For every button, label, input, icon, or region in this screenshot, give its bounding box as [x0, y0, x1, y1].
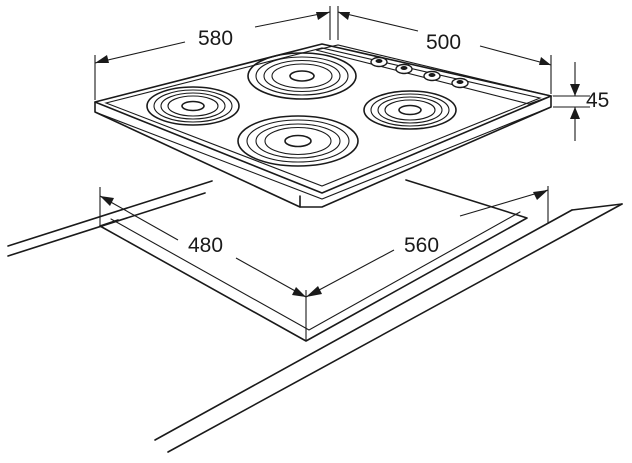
- knob-4: [451, 77, 469, 89]
- dimension-580: 580: [94, 6, 331, 100]
- dimension-500: 500: [337, 6, 552, 94]
- hob-side-faces: [94, 95, 552, 208]
- arrow-500-end: [539, 57, 551, 65]
- dimension-480: 480: [99, 187, 307, 341]
- cutout-opening: [99, 179, 528, 342]
- arrow-45-top: [570, 84, 580, 96]
- knob-2: [395, 63, 413, 75]
- countertop-left-edge: [7, 180, 213, 247]
- label-580: 580: [198, 27, 233, 50]
- label-560: 560: [404, 234, 439, 257]
- dimension-45: 45: [553, 62, 609, 141]
- dimension-560: 560: [305, 186, 549, 298]
- arrow-45-bottom: [570, 107, 580, 119]
- countertop-corner: [571, 203, 623, 211]
- countertop: [7, 180, 623, 453]
- burner-rear: [247, 52, 357, 100]
- arrow-580-end: [316, 12, 330, 20]
- arrow-580-start: [95, 55, 109, 63]
- burner-left: [146, 86, 240, 126]
- dim-line-500-a: [337, 11, 419, 32]
- countertop-front-edge: [154, 209, 573, 441]
- burner-right: [363, 90, 457, 130]
- hob-inner-rim: [104, 47, 542, 187]
- knob-1: [370, 56, 388, 68]
- label-45: 45: [586, 89, 609, 112]
- label-480: 480: [188, 234, 223, 257]
- arrow-480-start: [100, 196, 114, 206]
- cutout-left-corner: [99, 219, 119, 227]
- hob-side-bevel: [94, 106, 552, 200]
- dim-line-480-a: [99, 195, 179, 241]
- hob: [94, 43, 553, 208]
- cutout-inner-edge: [110, 211, 521, 331]
- arrow-560-end: [533, 190, 548, 200]
- dim-line-560-a: [305, 249, 395, 298]
- dim-line-580-a: [94, 41, 186, 64]
- arrow-560-start: [306, 286, 322, 297]
- dim-line-500-b: [479, 45, 552, 66]
- arrow-500-start: [338, 12, 350, 20]
- burner-front: [237, 115, 359, 167]
- label-500: 500: [426, 31, 461, 54]
- knob-3: [423, 70, 441, 82]
- dim-line-560-b: [459, 189, 549, 217]
- cutout-outline: [99, 179, 528, 342]
- countertop-front-edge-lower: [167, 203, 623, 453]
- arrow-480-end: [292, 287, 306, 297]
